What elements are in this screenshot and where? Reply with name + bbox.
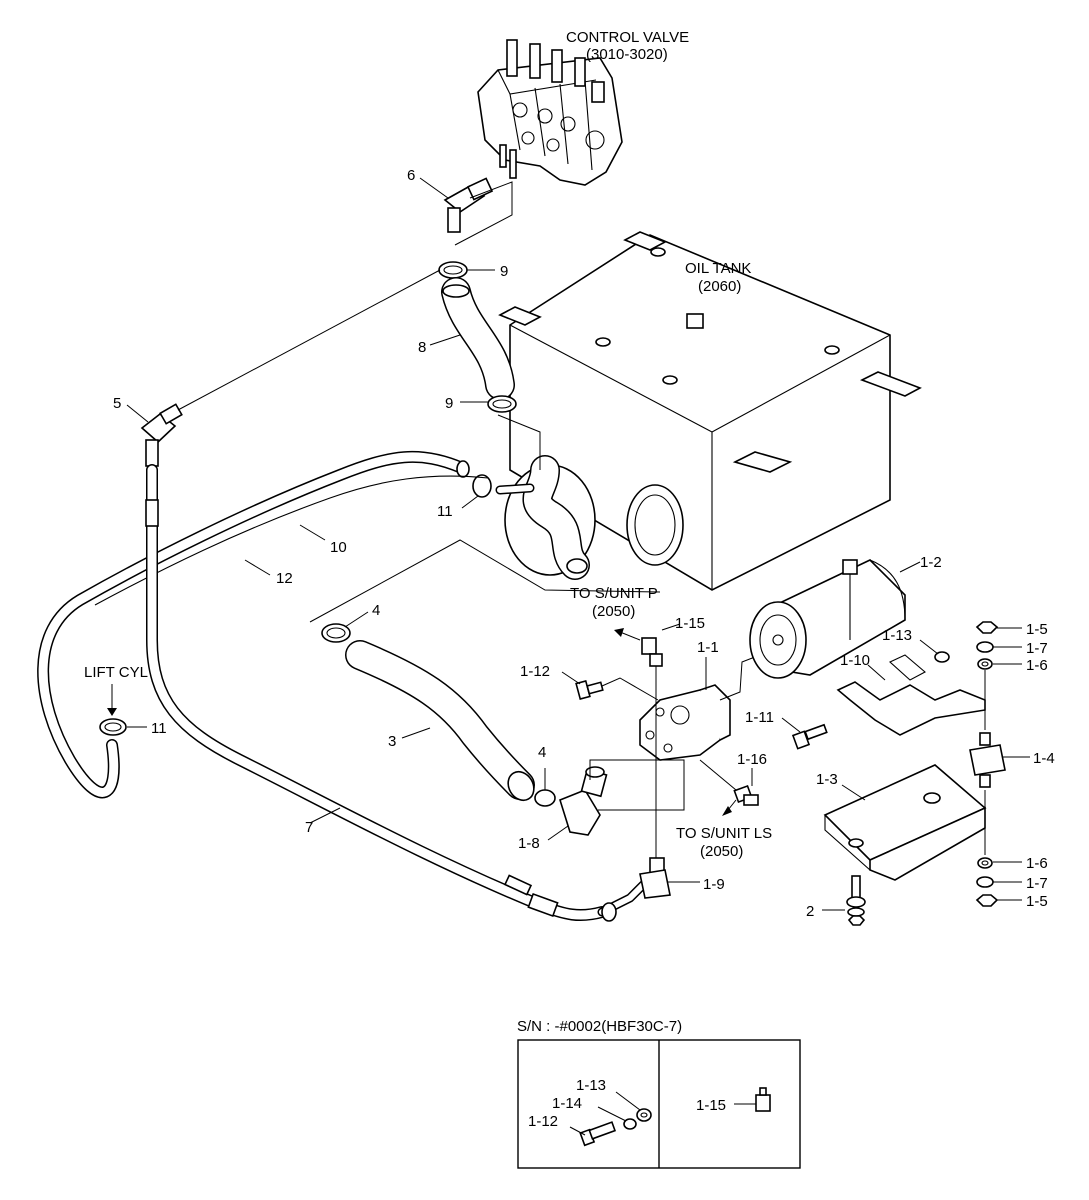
fitting-1-16: [733, 784, 759, 806]
hose-10-and-12: [37, 450, 489, 799]
lift-cyl-arrow-icon: [107, 708, 117, 716]
hose-clamp-9-top: [438, 261, 468, 279]
callout-9-top: 9: [500, 263, 508, 280]
to-sunit-ls-label: TO S/UNIT LS: [676, 825, 772, 842]
arrow-down-left-icon: [722, 806, 732, 816]
callout-1-6-upper: 1-6: [1026, 657, 1048, 674]
elbow-fitting-1-8: [559, 766, 608, 836]
callout-11-upper: 11: [437, 503, 453, 520]
callout-6: 6: [407, 167, 415, 184]
pressure-hose-7: [145, 464, 653, 922]
inset-fitting-1-15: [755, 1087, 771, 1112]
callout-2: 2: [806, 903, 814, 920]
suction-hose-3: [345, 640, 535, 802]
inset-callout-1-13: 1-13: [576, 1077, 606, 1094]
callout-1-5-upper: 1-5: [1026, 621, 1048, 638]
inset-serial-label: S/N : -#0002(HBF30C-7): [517, 1018, 682, 1035]
hose-clamp-9-bottom: [487, 395, 517, 413]
hose-clamp-4-lower: [534, 789, 556, 807]
elbow-fitting-1-9: [639, 857, 671, 899]
to-sunit-p-ref: (2050): [592, 603, 635, 620]
electric-motor-1-2: [749, 559, 906, 679]
callout-1-15: 1-15: [675, 615, 705, 632]
bolt-2: [846, 875, 866, 926]
hardware-stack-lower: [975, 790, 999, 907]
hardware-stack-upper: [975, 621, 999, 730]
oil-tank-ref: (2060): [698, 278, 741, 295]
rubber-mount-1-4: [969, 732, 1006, 788]
inset-callout-1-15: 1-15: [696, 1097, 726, 1114]
suction-elbow: [495, 455, 590, 580]
hose-clamp-11-lower: [99, 718, 127, 736]
callout-12: 12: [276, 570, 293, 587]
hydraulic-pump-1-1: [639, 684, 731, 761]
bolt-1-12: [575, 679, 604, 701]
callout-1-12: 1-12: [520, 663, 550, 680]
inset-callout-1-12: 1-12: [528, 1113, 558, 1130]
callout-1-3: 1-3: [816, 771, 838, 788]
callout-8: 8: [418, 339, 426, 356]
arrow-left-icon: [614, 628, 624, 637]
lift-cyl-label: LIFT CYL: [84, 664, 148, 681]
hose-clamp-11-upper: [472, 474, 492, 498]
fitting-1-15: [641, 637, 663, 667]
washer-1-13: [934, 651, 950, 663]
callout-1-5-lower: 1-5: [1026, 893, 1048, 910]
hose-clamp-4-upper: [321, 623, 351, 643]
callout-1-2: 1-2: [920, 554, 942, 571]
callout-7: 7: [305, 819, 313, 836]
callout-11-lower: 11: [151, 720, 167, 737]
callout-1-1: 1-1: [697, 639, 719, 656]
callout-1-8: 1-8: [518, 835, 540, 852]
callout-1-16: 1-16: [737, 751, 767, 768]
callout-1-6-lower: 1-6: [1026, 855, 1048, 872]
callout-1-11: 1-11: [745, 709, 774, 726]
to-sunit-ls-ref: (2050): [700, 843, 743, 860]
bolt-1-11: [791, 723, 828, 750]
callout-1-9: 1-9: [703, 876, 725, 893]
callout-4-upper: 4: [372, 602, 380, 619]
callout-10: 10: [330, 539, 347, 556]
control-valve-assembly: [477, 39, 623, 186]
callout-1-13: 1-13: [882, 627, 912, 644]
callout-1-7-lower: 1-7: [1026, 875, 1048, 892]
callout-9-bottom: 9: [445, 395, 453, 412]
elbow-fitting-5: [140, 403, 183, 467]
control-valve-ref: (3010-3020): [586, 46, 668, 63]
inset-bolt-1-12: [579, 1108, 652, 1147]
mounting-plate-1-3: [823, 764, 987, 881]
callout-3: 3: [388, 733, 396, 750]
control-valve-label: CONTROL VALVE: [566, 29, 689, 46]
oil-tank-label: OIL TANK: [685, 260, 751, 277]
inset-callout-1-14: 1-14: [552, 1095, 582, 1112]
callout-4-lower: 4: [538, 744, 546, 761]
callout-1-7-upper: 1-7: [1026, 640, 1048, 657]
elbow-fitting-6: [443, 177, 494, 233]
callout-5: 5: [113, 395, 121, 412]
to-sunit-p-label: TO S/UNIT P: [570, 585, 658, 602]
hose-8: [441, 277, 515, 400]
callout-1-4: 1-4: [1033, 750, 1055, 767]
callout-1-10: 1-10: [840, 652, 870, 669]
